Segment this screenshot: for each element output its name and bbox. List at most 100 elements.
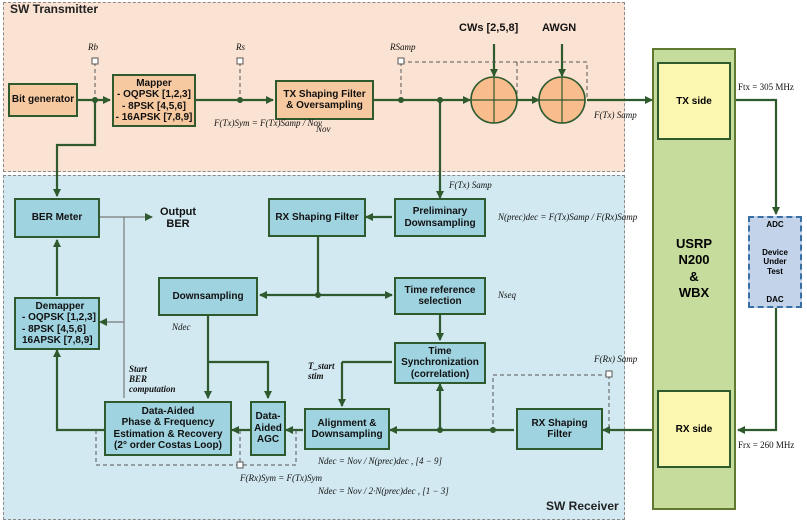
downsampling-block: Downsampling bbox=[158, 277, 258, 316]
agc-l2: Aided bbox=[254, 422, 282, 434]
awgn-label: AWGN bbox=[542, 22, 577, 34]
alignment-l1: Alignment & bbox=[317, 417, 377, 429]
n-ov-label: Nov bbox=[316, 124, 331, 134]
junction-align bbox=[437, 427, 443, 433]
time-ref-block: Time reference selection bbox=[394, 277, 486, 315]
agc-l1: Data- bbox=[255, 411, 281, 423]
device-under-test: ADC Device Under Test DAC bbox=[748, 216, 802, 308]
usrp-name-l1: USRP bbox=[675, 236, 713, 251]
rb-label: Rb bbox=[88, 42, 98, 52]
mapper-l1: - OQPSK [1,2,3] bbox=[117, 89, 191, 100]
usrp-name: USRP N200 & WBX bbox=[652, 236, 736, 301]
prelim-down-block: Preliminary Downsampling bbox=[394, 198, 486, 237]
junction-rxshape bbox=[490, 427, 496, 433]
f-samp-tx-top-label: F(Tx) Samp bbox=[449, 180, 492, 190]
usrp-name-l2: N200 bbox=[678, 252, 710, 268]
wire-down-agc bbox=[208, 360, 272, 399]
time-sync-l3: (correlation) bbox=[410, 368, 470, 380]
transmitter-title: SW Transmitter bbox=[10, 2, 99, 16]
wire-dut-usrp bbox=[737, 308, 778, 434]
time-sync-l2: Synchronization bbox=[401, 357, 479, 369]
cws-label: CWs [2,5,8] bbox=[459, 22, 519, 34]
pfer-block: Data-Aided Phase & Frequency Estimation … bbox=[104, 401, 232, 456]
prelim-down-l2: Downsampling bbox=[404, 217, 476, 229]
prelim-down-l1: Preliminary bbox=[412, 206, 468, 217]
rx-shaping-top-block: RX Shaping Filter bbox=[268, 198, 366, 237]
mapper-l2: - 8PSK [4,5,6] bbox=[122, 100, 186, 112]
junction-tx bbox=[398, 97, 404, 103]
alignment-l2: Downsampling bbox=[311, 429, 383, 440]
probe-fsym-rx bbox=[95, 430, 297, 466]
probe-rsamp-tag bbox=[397, 57, 405, 65]
mapper-title: Mapper bbox=[136, 77, 172, 89]
pfer-l3: Estimation & Recovery bbox=[113, 428, 223, 440]
receiver-title: SW Receiver bbox=[546, 499, 619, 513]
demapper-l3: 16APSK [7,8,9] bbox=[22, 335, 93, 346]
dut-name: Device Under Test bbox=[762, 248, 788, 277]
tx-shaping-l2: & Oversampling bbox=[286, 100, 363, 111]
agc-l3: AGC bbox=[256, 434, 280, 446]
time-sync-block: Time Synchronization (correlation) bbox=[394, 342, 486, 384]
f-rx-label: Frx = 260 MHz bbox=[738, 440, 795, 450]
rx-shaping-bottom-l1: RX Shaping bbox=[531, 417, 588, 429]
rx-shaping-bottom-block: RX Shaping Filter bbox=[516, 408, 603, 450]
junction-prelim bbox=[437, 97, 443, 103]
probe-rsamp bbox=[401, 61, 588, 100]
usrp-rx-side: RX side bbox=[657, 390, 731, 468]
ndec-formula-1: Ndec = Nov / N(prec)dec , [4 − 9] bbox=[318, 456, 443, 466]
probe-rs-tag bbox=[236, 57, 244, 65]
time-ref-l2: selection bbox=[418, 296, 462, 307]
wire-pfer-demapper bbox=[53, 349, 104, 432]
probe-rb-tag bbox=[91, 57, 99, 65]
f-tx-label: Ftx = 305 MHz bbox=[738, 82, 794, 92]
tx-side-label: TX side bbox=[676, 95, 712, 107]
usrp-tx-side: TX side bbox=[657, 62, 731, 140]
junction-split bbox=[315, 292, 321, 298]
bit-generator-label: Bit generator bbox=[11, 94, 75, 106]
dut-l1: Device bbox=[762, 247, 788, 257]
rx-shaping-bottom-l2: Filter bbox=[547, 429, 572, 440]
demapper-l1: - OQPSK [1,2,3] bbox=[22, 312, 96, 323]
pfer-l2: Phase & Frequency bbox=[121, 417, 215, 428]
alignment-block: Alignment & Downsampling bbox=[304, 408, 390, 450]
f-samp-rx-label: F(Rx) Samp bbox=[594, 354, 638, 364]
t-start-label: T_start stim bbox=[308, 361, 335, 381]
mapper-block: Mapper - OQPSK [1,2,3] - 8PSK [4,5,6] - … bbox=[112, 74, 196, 127]
junction-mapper bbox=[237, 97, 243, 103]
downsampling-label: Downsampling bbox=[172, 290, 244, 302]
pfer-l4: (2° order Costas Loop) bbox=[114, 440, 222, 451]
n-dec-label: Ndec bbox=[172, 322, 191, 332]
tx-shaping-block: TX Shaping Filter & Oversampling bbox=[275, 80, 374, 120]
f-sym-tx-label: F(Tx)Sym = F(Tx)Samp / Nov bbox=[214, 118, 323, 128]
n-seq-label: Nseq bbox=[498, 290, 516, 300]
bit-generator-block: Bit generator bbox=[8, 83, 78, 117]
pfer-l1: Data-Aided bbox=[141, 405, 195, 417]
dut-l2: Under bbox=[763, 257, 787, 267]
junction-bitgen bbox=[92, 97, 98, 103]
demapper-block: Demapper - OQPSK [1,2,3] - 8PSK [4,5,6] … bbox=[14, 297, 100, 350]
time-sync-l1: Time bbox=[428, 345, 452, 357]
agc-block: Data- Aided AGC bbox=[250, 401, 286, 456]
demapper-l2: - 8PSK [4,5,6] bbox=[22, 323, 86, 335]
rs-label: Rs bbox=[236, 42, 245, 52]
rx-side-label: RX side bbox=[675, 423, 713, 435]
ber-meter-label: BER Meter bbox=[31, 212, 83, 224]
probe-fsym-rx-tag bbox=[236, 461, 244, 469]
usrp-name-l4: WBX bbox=[678, 284, 710, 300]
f-samp-tx-right-label: F(Tx) Samp bbox=[594, 110, 637, 120]
dut-l3: Test bbox=[767, 266, 783, 276]
probe-frx-tag bbox=[605, 370, 613, 378]
dac-label: DAC bbox=[766, 295, 784, 304]
ndec-formula-2: Ndec = Nov / 2·N(prec)dec , [1 − 3] bbox=[318, 486, 449, 496]
output-ber-label: Output BER bbox=[160, 206, 197, 231]
f-sym-rx-label: F(Rx)Sym = F(Tx)Sym bbox=[240, 473, 323, 483]
wire-usrp-dut bbox=[736, 98, 780, 215]
start-ber-label: Start BER computation bbox=[129, 364, 176, 394]
mapper-l3: - 16APSK [7,8,9] bbox=[115, 112, 193, 123]
rx-shaping-top-label: RX Shaping Filter bbox=[275, 211, 359, 223]
usrp-name-l3: & bbox=[689, 268, 699, 284]
rsamp-label: RSamp bbox=[390, 42, 416, 52]
ber-meter-block: BER Meter bbox=[14, 198, 100, 238]
probe-frx bbox=[492, 374, 609, 430]
